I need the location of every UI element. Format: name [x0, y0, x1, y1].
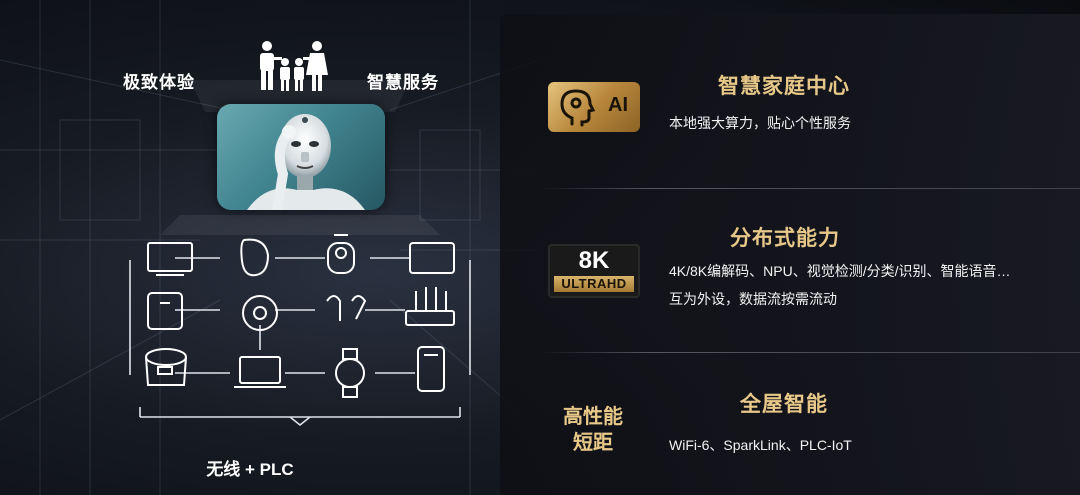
- section-desc-whole-home-smart: WiFi-6、SparkLink、PLC-IoT: [669, 437, 852, 453]
- earbuds-icon: [326, 295, 367, 321]
- ai-badge-text: AI: [608, 94, 628, 116]
- label-ultimate-experience: 极致体验: [123, 73, 195, 92]
- robot-vacuum-icon: [242, 295, 278, 331]
- smartwatch-icon: [335, 348, 365, 398]
- purifier-icon: [417, 346, 445, 392]
- family-icon: [260, 41, 328, 91]
- rice-cooker-icon: [145, 348, 187, 386]
- laptop-icon: [234, 356, 286, 388]
- high-performance-short-range-badge: 高性能 短距: [558, 404, 628, 456]
- camera-icon: [327, 234, 355, 274]
- hp-line1: 高性能: [563, 406, 623, 428]
- tablet-icon: [409, 242, 455, 274]
- section-title-whole-home-smart: 全屋智能: [740, 393, 828, 416]
- section-title-smart-home-center: 智慧家庭中心: [718, 75, 850, 98]
- section-desc-distributed-line2: 互为外设，数据流按需流动: [669, 291, 837, 307]
- section-desc-smart-home-center: 本地强大算力，贴心个性服务: [669, 115, 851, 131]
- connectivity-label: 无线 + PLC: [206, 460, 294, 479]
- scale-icon: [147, 292, 183, 330]
- speaker-icon: [240, 238, 270, 277]
- divider: [540, 352, 1080, 353]
- features-panel: AI 智慧家庭中心 本地强大算力，贴心个性服务 8K ULTRAHD 分布式能力…: [500, 14, 1080, 495]
- section-desc-distributed-line1: 4K/8K编解码、NPU、视觉检测/分类/识别、智能语音…: [669, 263, 1011, 279]
- tv-icon: [147, 242, 193, 276]
- 8k-ultrahd-badge: 8K ULTRAHD: [548, 244, 640, 298]
- ai-badge: AI: [548, 82, 640, 132]
- head-ai-icon: [560, 89, 596, 127]
- device-grid: [129, 234, 471, 427]
- divider: [540, 188, 1080, 189]
- left-illustration: 极致体验 智慧服务: [0, 0, 500, 495]
- robot-image: [217, 104, 385, 210]
- label-smart-service: 智慧服务: [367, 73, 439, 92]
- ultrahd-badge-text: ULTRAHD: [554, 276, 634, 292]
- 8k-badge-text: 8K: [578, 247, 610, 274]
- hp-line2: 短距: [573, 432, 613, 454]
- section-title-distributed-capability: 分布式能力: [730, 227, 840, 250]
- router-icon: [405, 287, 455, 326]
